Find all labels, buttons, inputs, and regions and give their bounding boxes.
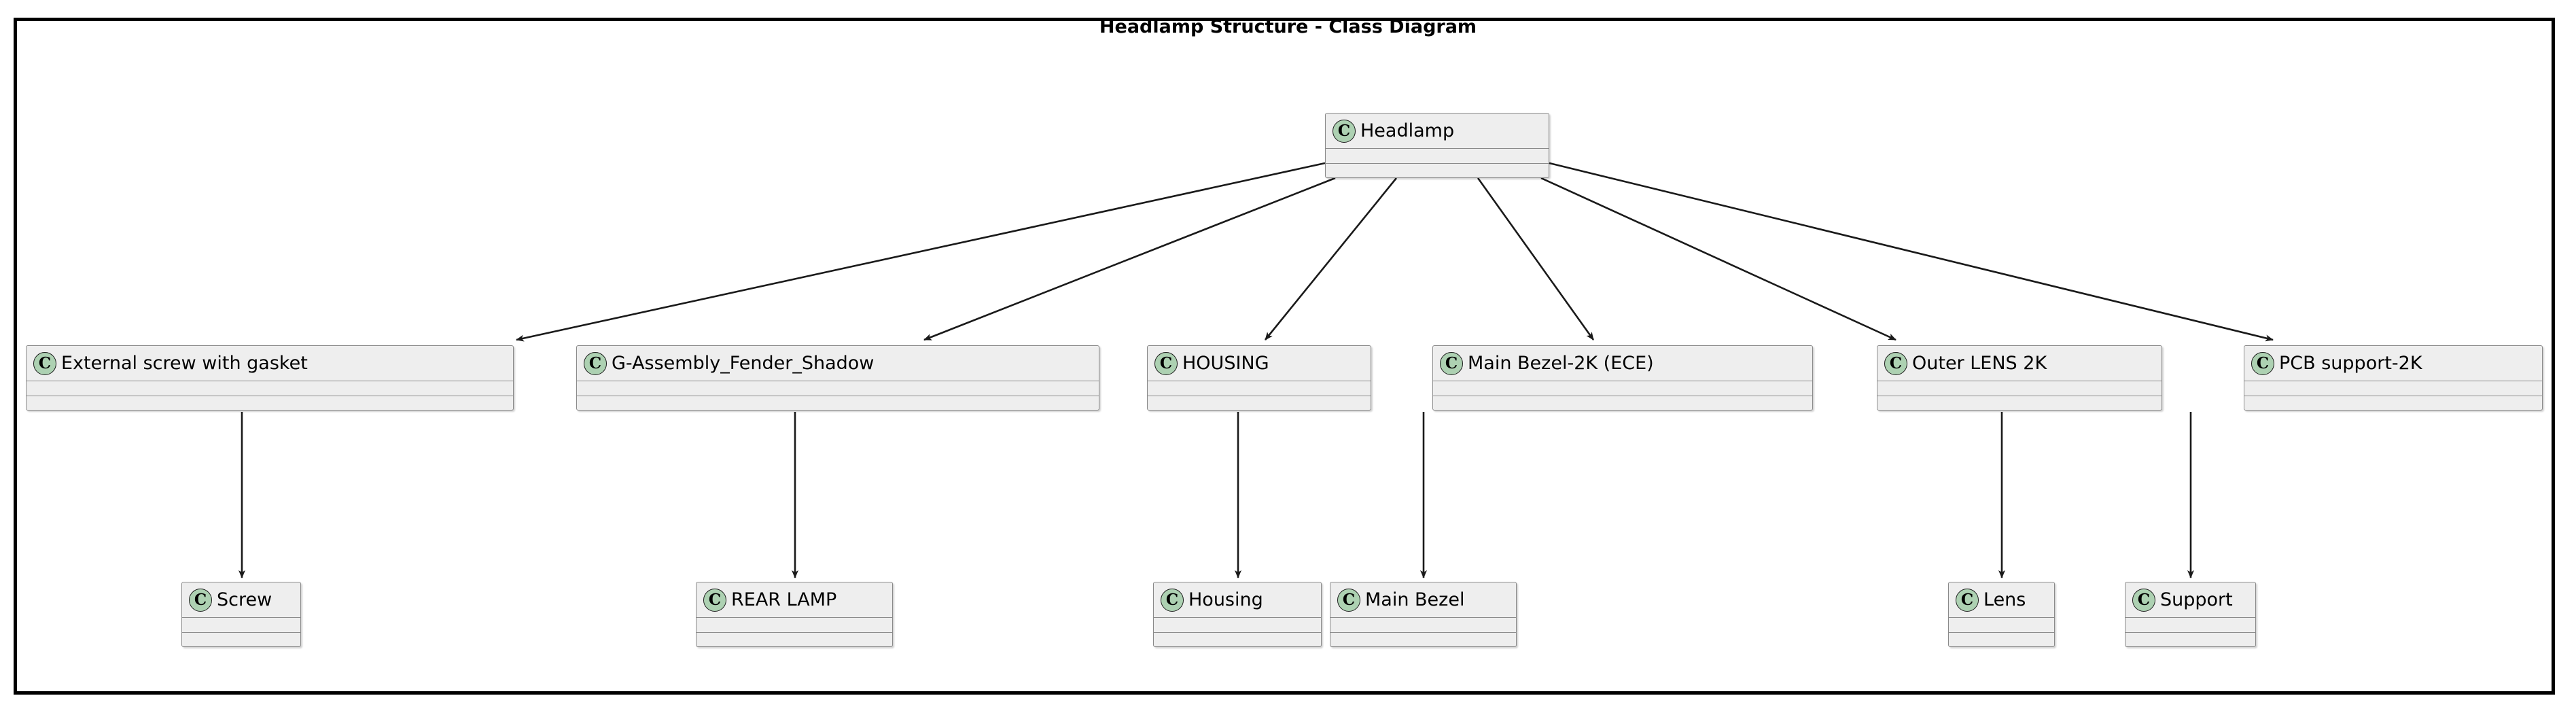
class-node-g-assembly-fender-shadow[interactable]: C G-Assembly_Fender_Shadow (576, 345, 1099, 411)
class-name-label: Main Bezel-2K (ECE) (1468, 353, 1654, 374)
class-node-header: C External screw with gasket (27, 346, 513, 381)
class-name-label: Lens (1983, 589, 2026, 610)
class-name-label: HOUSING (1182, 353, 1269, 374)
class-node-main-bezel[interactable]: C Main Bezel (1330, 582, 1517, 647)
methods-compartment (1326, 163, 1549, 178)
attributes-compartment (577, 381, 1099, 396)
class-icon: C (2132, 588, 2155, 612)
methods-compartment (1877, 396, 2162, 411)
methods-compartment (1949, 632, 2054, 647)
class-node-outer-lens-2k[interactable]: C Outer LENS 2K (1877, 345, 2162, 411)
class-icon: C (2251, 351, 2274, 375)
class-node-housing-2k[interactable]: C HOUSING (1147, 345, 1371, 411)
methods-compartment (2125, 632, 2255, 647)
class-name-label: Outer LENS 2K (1912, 353, 2047, 374)
class-icon: C (1161, 588, 1184, 612)
class-name-label: External screw with gasket (61, 353, 308, 374)
methods-compartment (27, 396, 513, 411)
class-icon: C (1337, 588, 1360, 612)
class-node-header: C Main Bezel (1330, 582, 1516, 617)
class-node-header: C Headlamp (1326, 114, 1549, 148)
class-icon: C (1956, 588, 1979, 612)
class-node-lens[interactable]: C Lens (1948, 582, 2055, 647)
class-node-rear-lamp[interactable]: C REAR LAMP (696, 582, 893, 647)
class-name-label: Support (2160, 589, 2233, 610)
methods-compartment (1330, 632, 1516, 647)
class-node-header: C Outer LENS 2K (1877, 346, 2162, 381)
class-name-label: REAR LAMP (731, 589, 837, 610)
class-name-label: Screw (217, 589, 272, 610)
methods-compartment (577, 396, 1099, 411)
methods-compartment (182, 632, 300, 647)
class-icon: C (1333, 119, 1356, 143)
class-node-header: C Screw (182, 582, 300, 617)
attributes-compartment (1148, 381, 1371, 396)
class-node-external-screw-with-gasket[interactable]: C External screw with gasket (26, 345, 514, 411)
methods-compartment (1433, 396, 1812, 411)
class-node-main-bezel-2k-ece[interactable]: C Main Bezel-2K (ECE) (1432, 345, 1813, 411)
class-node-support[interactable]: C Support (2125, 582, 2256, 647)
class-node-header: C Housing (1154, 582, 1321, 617)
class-icon: C (1154, 351, 1178, 375)
methods-compartment (1154, 632, 1321, 647)
class-icon: C (1884, 351, 1907, 375)
class-name-label: PCB support-2K (2279, 353, 2422, 374)
class-node-header: C Support (2125, 582, 2255, 617)
class-node-housing[interactable]: C Housing (1153, 582, 1322, 647)
class-node-header: C PCB support-2K (2244, 346, 2542, 381)
class-node-header: C Main Bezel-2K (ECE) (1433, 346, 1812, 381)
attributes-compartment (1326, 148, 1549, 163)
class-icon: C (584, 351, 607, 375)
class-node-header: C G-Assembly_Fender_Shadow (577, 346, 1099, 381)
attributes-compartment (1949, 617, 2054, 632)
attributes-compartment (1154, 617, 1321, 632)
attributes-compartment (1330, 617, 1516, 632)
class-icon: C (1440, 351, 1463, 375)
class-node-header: C Lens (1949, 582, 2054, 617)
class-node-pcb-support-2k[interactable]: C PCB support-2K (2244, 345, 2543, 411)
attributes-compartment (27, 381, 513, 396)
class-icon: C (189, 588, 212, 612)
class-node-screw[interactable]: C Screw (181, 582, 301, 647)
methods-compartment (696, 632, 892, 647)
class-name-label: G-Assembly_Fender_Shadow (612, 353, 875, 374)
attributes-compartment (2244, 381, 2542, 396)
attributes-compartment (182, 617, 300, 632)
attributes-compartment (696, 617, 892, 632)
class-name-label: Housing (1188, 589, 1263, 610)
class-node-header: C REAR LAMP (696, 582, 892, 617)
methods-compartment (1148, 396, 1371, 411)
class-node-headlamp[interactable]: C Headlamp (1325, 113, 1549, 178)
methods-compartment (2244, 396, 2542, 411)
attributes-compartment (1433, 381, 1812, 396)
class-icon: C (703, 588, 726, 612)
class-icon: C (33, 351, 56, 375)
class-name-label: Headlamp (1360, 120, 1455, 141)
class-name-label: Main Bezel (1365, 589, 1465, 610)
page-title: Headlamp Structure - Class Diagram (1099, 16, 1477, 37)
attributes-compartment (2125, 617, 2255, 632)
attributes-compartment (1877, 381, 2162, 396)
class-node-header: C HOUSING (1148, 346, 1371, 381)
